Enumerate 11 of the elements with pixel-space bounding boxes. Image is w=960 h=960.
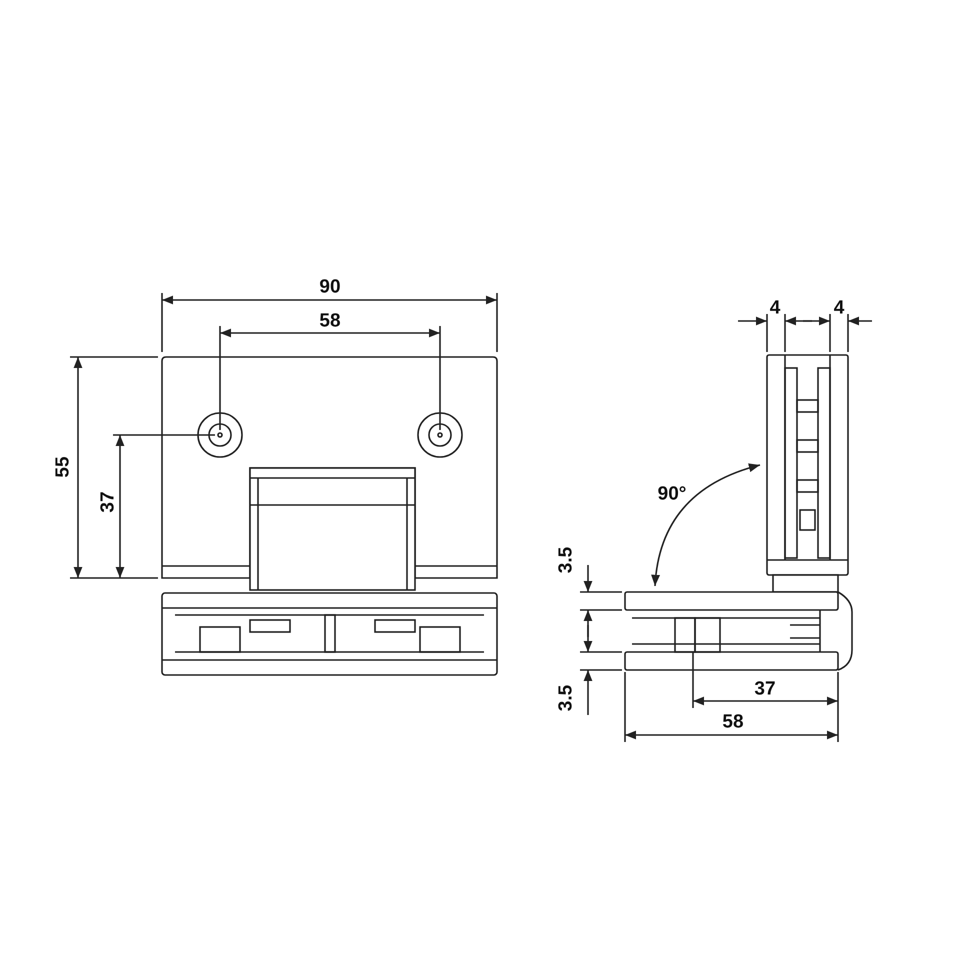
dimension-value: 4 [770, 298, 780, 318]
dimension-value: 58 [722, 712, 744, 732]
dimension-value: 3.5 [556, 546, 576, 574]
angle-value: 90° [658, 484, 686, 504]
dimension-value: 4 [834, 298, 844, 318]
dimension-value: 37 [98, 491, 118, 513]
dimension-value: 3.5 [556, 684, 576, 712]
dimension-value: 55 [54, 456, 72, 478]
dimension-value: 37 [754, 680, 776, 698]
dimension-value: 90 [319, 278, 341, 296]
dimension-value: 58 [319, 312, 341, 330]
